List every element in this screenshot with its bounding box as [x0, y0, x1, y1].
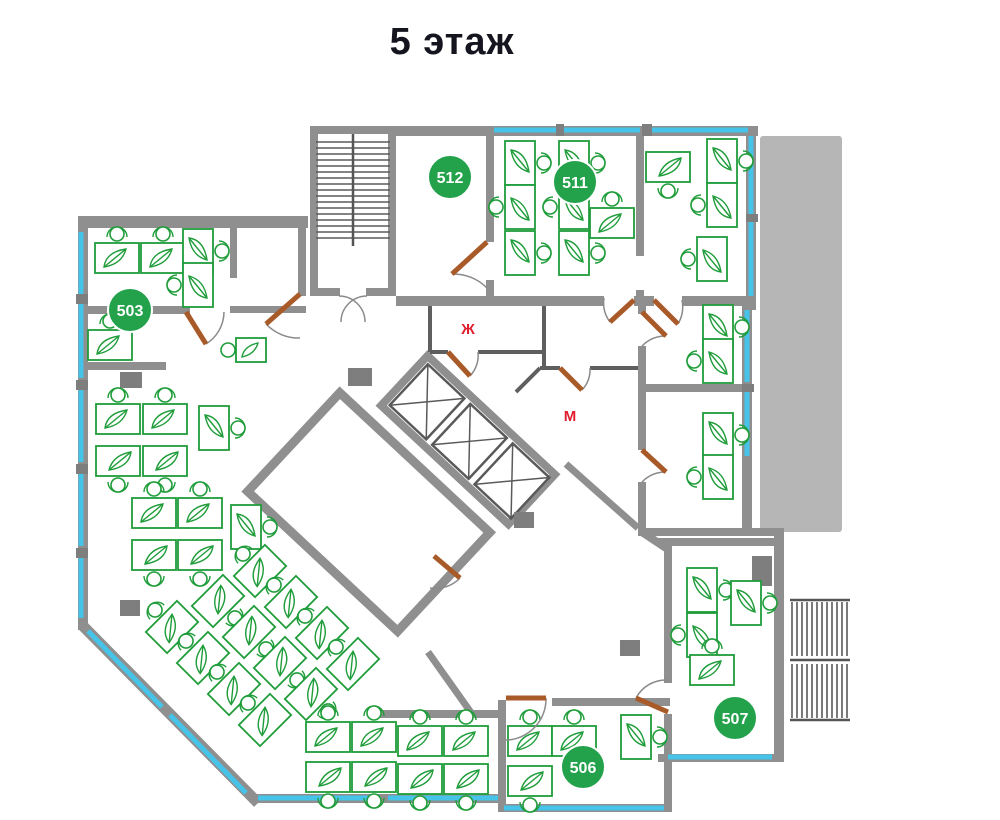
workstation	[686, 454, 734, 500]
restroom-label-men: М	[564, 408, 577, 425]
workstation	[680, 236, 728, 282]
workstation	[140, 226, 186, 274]
workstation	[131, 539, 177, 587]
workstation	[589, 191, 635, 239]
workstation	[620, 714, 668, 760]
elevator-cab	[472, 441, 552, 521]
terrace	[760, 136, 842, 532]
workstations	[87, 138, 778, 813]
room-badge-512: 512	[427, 154, 473, 200]
workstation	[95, 387, 141, 435]
central-hall	[241, 386, 497, 638]
fire-escape-stairs	[790, 598, 850, 722]
structural-columns	[76, 124, 772, 656]
svg-text:507: 507	[722, 711, 749, 728]
workstation	[177, 481, 223, 529]
workstation	[690, 182, 738, 228]
room-badges: 503 512 511 506 507	[107, 154, 758, 790]
elevator-core	[375, 350, 561, 530]
workstation	[177, 539, 223, 587]
workstation	[645, 151, 691, 199]
workstation	[142, 387, 188, 435]
workstation	[198, 405, 246, 451]
workstation	[686, 338, 734, 384]
restroom-label-women: Ж	[460, 321, 475, 338]
workstation	[730, 580, 778, 626]
svg-text:506: 506	[570, 760, 597, 777]
restroom-partitions	[428, 306, 638, 394]
room-badge-507: 507	[712, 695, 758, 741]
workstation	[504, 140, 552, 186]
room-badge-506: 506	[560, 744, 606, 790]
workstation	[443, 763, 489, 811]
meeting-table	[220, 337, 267, 363]
svg-text:503: 503	[117, 303, 144, 320]
workstation	[95, 445, 141, 493]
workstation	[686, 567, 734, 613]
workstation	[397, 763, 443, 811]
svg-text:512: 512	[437, 170, 464, 187]
workstation	[504, 230, 552, 276]
main-staircase	[316, 134, 390, 246]
workstation	[507, 709, 553, 757]
doors	[183, 240, 684, 741]
exterior-windows	[78, 127, 772, 811]
room-badge-511: 511	[552, 159, 598, 205]
room-badge-503: 503	[107, 287, 153, 333]
page-title: 5 этаж	[390, 21, 515, 63]
workstation	[94, 226, 140, 274]
elevator-cab	[387, 362, 467, 442]
svg-text:511: 511	[562, 175, 588, 192]
elevator-cab	[430, 402, 509, 481]
workstation	[488, 184, 536, 230]
